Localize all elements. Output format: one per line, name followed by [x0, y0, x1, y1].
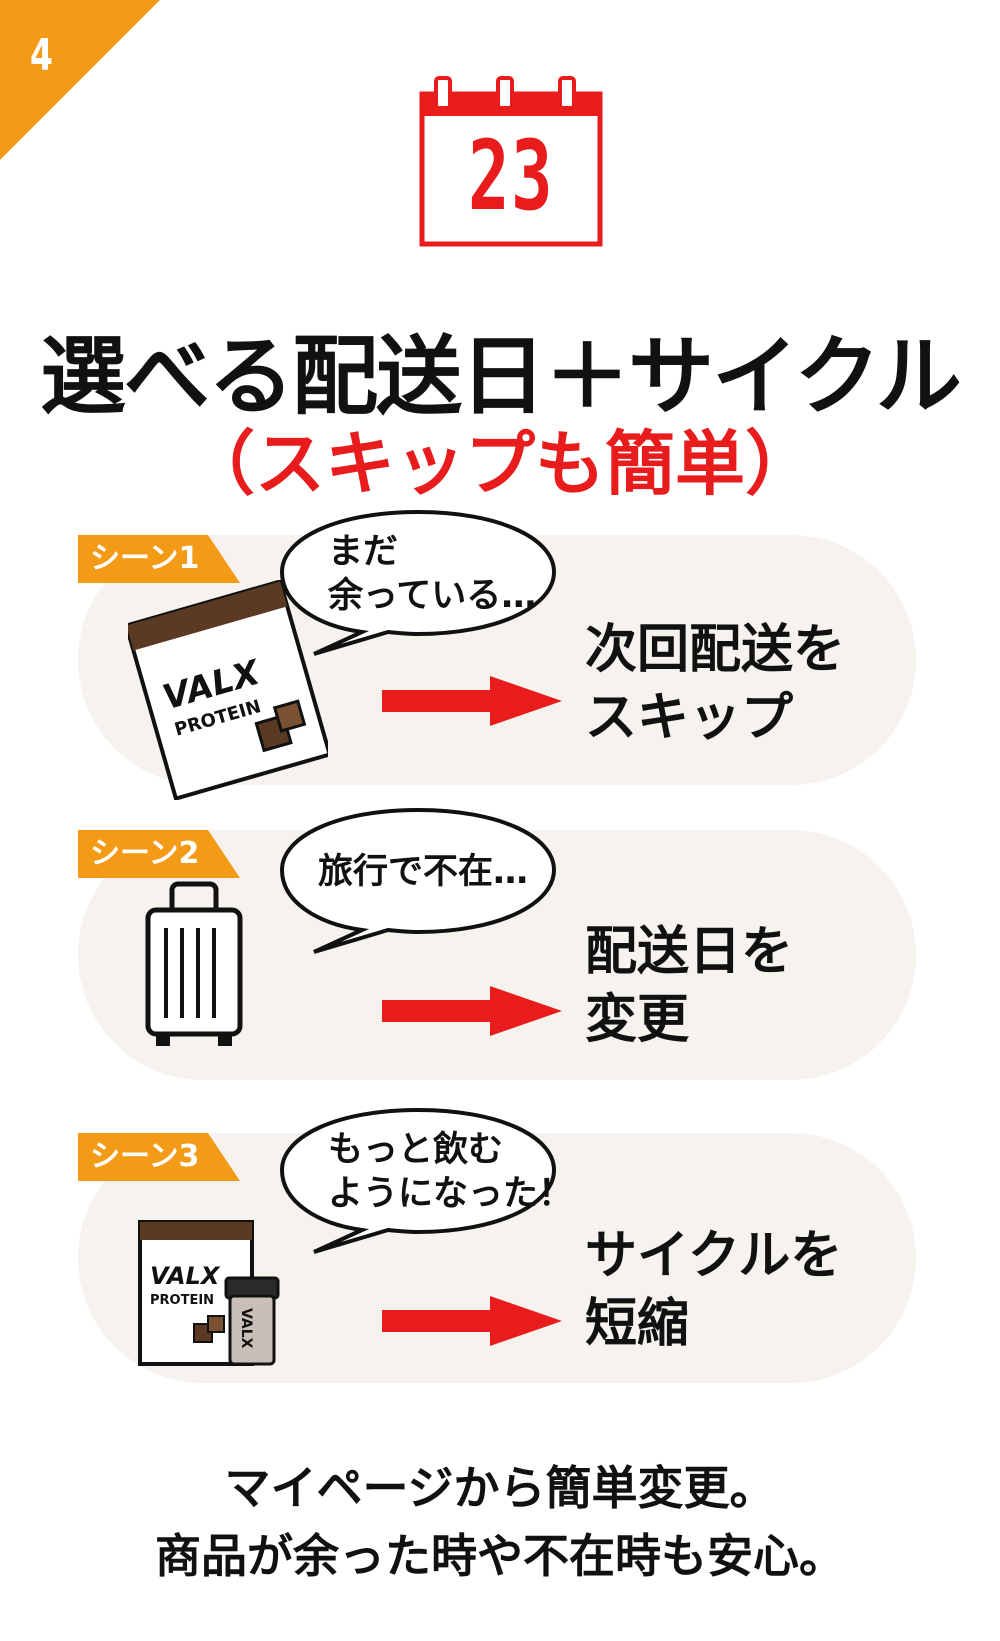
- calendar-icon: [419, 76, 603, 247]
- arrow-right-icon: [382, 1296, 562, 1346]
- suitcase-icon: [145, 881, 243, 1046]
- calendar-day: 23: [467, 120, 555, 232]
- pouch-product: PROTEIN: [150, 1293, 214, 1308]
- speech-bubble-2: [279, 807, 557, 954]
- result-line: 配送日を: [585, 922, 794, 982]
- scene-result-2: 配送日を 変更: [585, 918, 793, 1054]
- arrow-right-icon: [382, 676, 562, 726]
- scene-tag-2: シーン2: [78, 830, 240, 878]
- step-number: 4: [30, 30, 53, 81]
- bubble-text-1: まだ 余っている…: [328, 530, 536, 618]
- footer-line-1: マイページから簡単変更。: [224, 1461, 776, 1515]
- scene-result-3: サイクルを 短縮: [585, 1222, 842, 1358]
- arrow-right-icon: [382, 986, 562, 1036]
- result-line: 短縮: [585, 1294, 690, 1354]
- page-subtitle: （スキップも簡単）: [185, 423, 815, 505]
- bubble-line: 旅行で不在…: [318, 852, 529, 892]
- result-line: サイクルを: [585, 1226, 843, 1286]
- bubble-line: もっと飲む: [328, 1130, 504, 1170]
- footer-line-2: 商品が余った時や不在時も安心。: [155, 1529, 845, 1583]
- result-line: 次回配送を: [585, 620, 846, 680]
- result-line: 変更: [585, 990, 690, 1050]
- bubble-text-3: もっと飲む ようになった！: [328, 1128, 573, 1216]
- corner-badge: [0, 0, 160, 160]
- bubble-line: 余っている…: [328, 576, 537, 616]
- shaker-brand: VALX: [238, 1308, 254, 1349]
- scene-tag-3: シーン3: [78, 1133, 240, 1181]
- scene-tag-1: シーン1: [78, 535, 240, 583]
- pouch-brand: VALX: [150, 1262, 221, 1290]
- bubble-line: まだ: [328, 532, 399, 572]
- page-title: 選べる配送日＋サイクル: [40, 327, 962, 427]
- protein-pouch-icon: VALX PROTEIN: [128, 580, 328, 800]
- protein-and-shaker-icon: VALX PROTEIN VALX: [138, 1220, 280, 1366]
- result-line: スキップ: [585, 688, 794, 748]
- bubble-text-2: 旅行で不在…: [318, 850, 528, 894]
- speech-bubble-3: [279, 1107, 557, 1254]
- speech-bubble-1: [279, 509, 557, 656]
- bubble-line: ようになった！: [328, 1174, 574, 1214]
- scene-result-1: 次回配送を スキップ: [585, 616, 845, 752]
